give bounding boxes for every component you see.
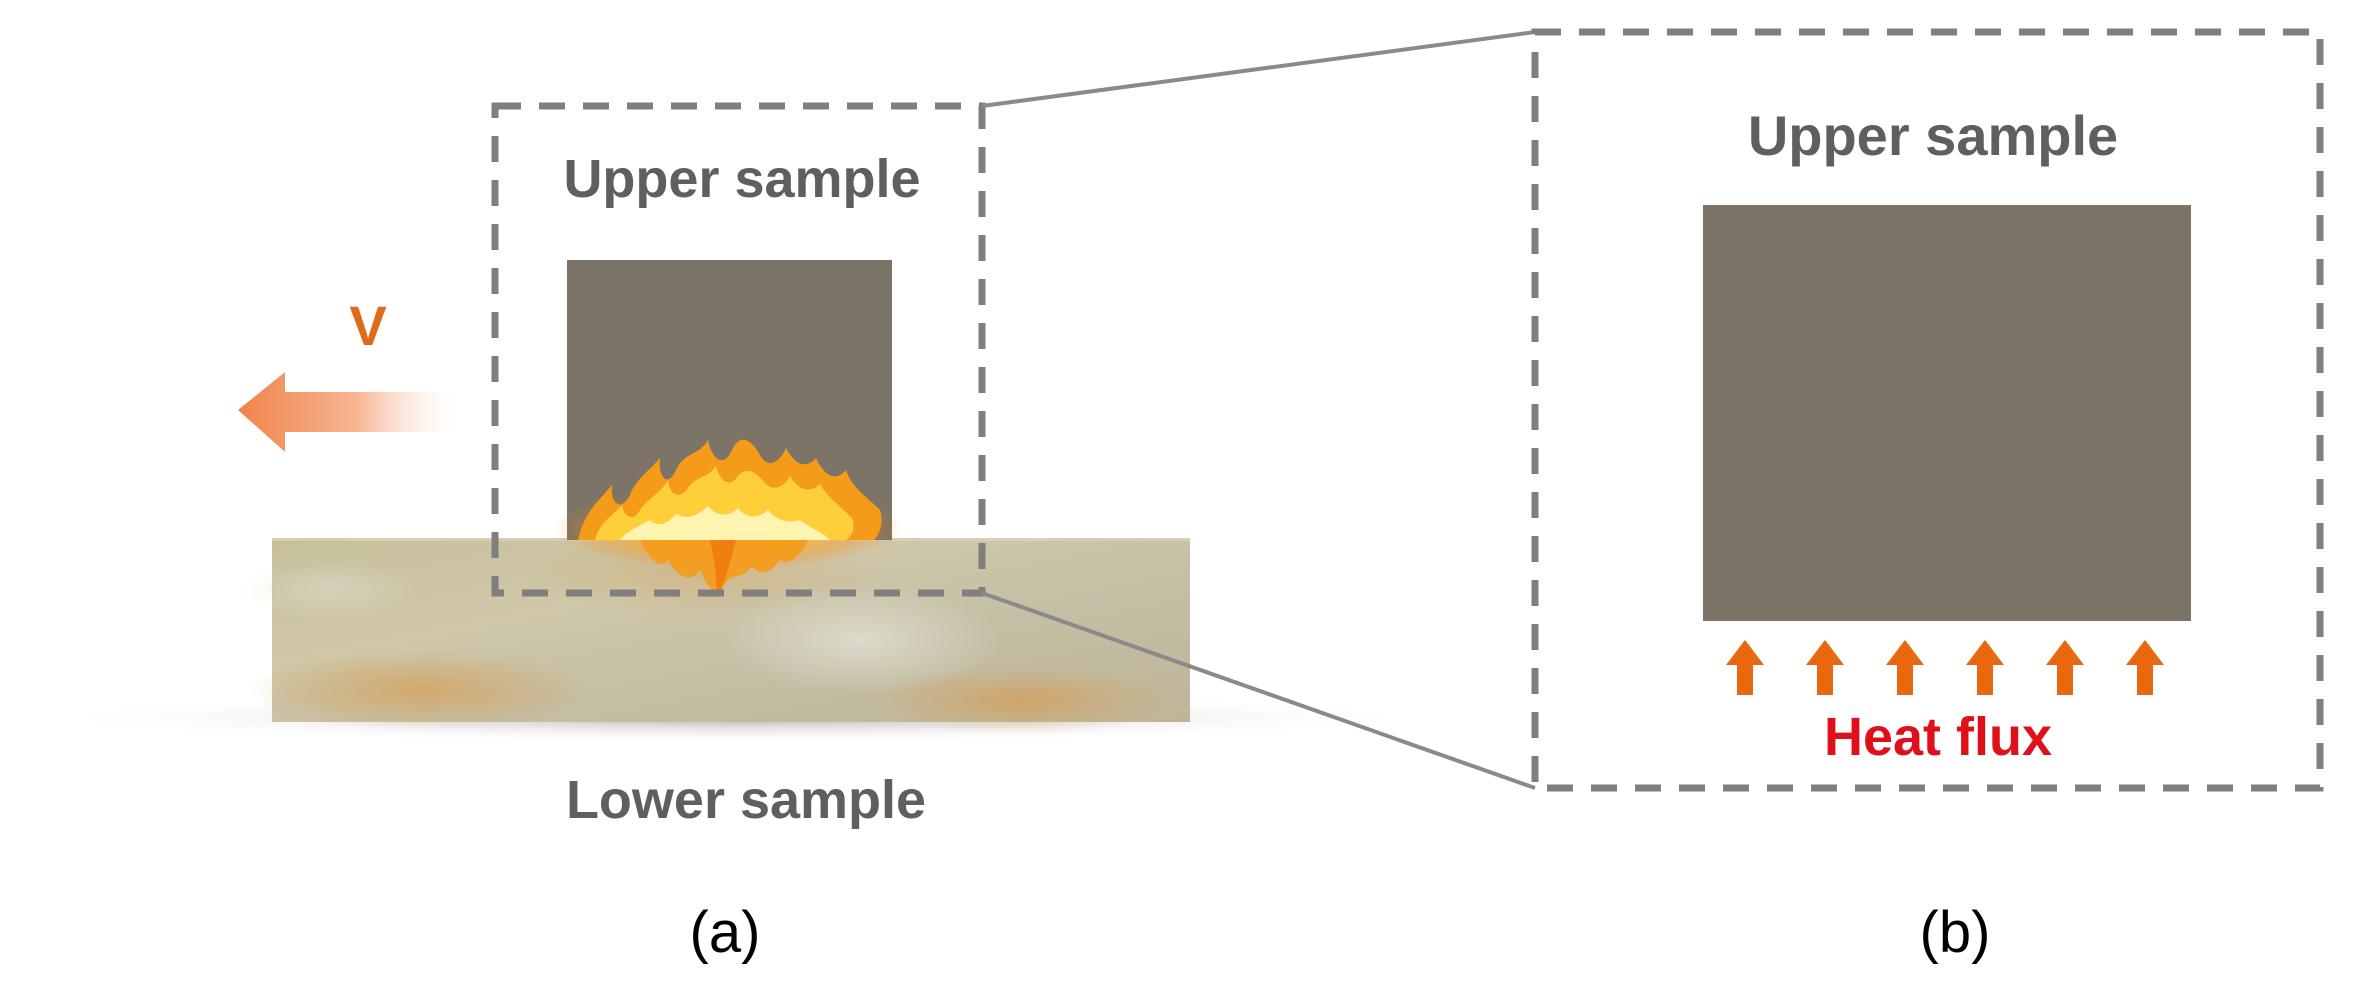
zoom-connectors <box>981 30 1536 790</box>
panel-a: V Upper sample Lower sample (a) <box>35 102 1435 965</box>
caption-a: (a) <box>690 900 761 965</box>
upper-sample-label-a: Upper sample <box>563 149 920 209</box>
panel-b: Upper sample Heat flux (b) <box>1531 28 2324 965</box>
upper-sample-zoomed <box>1703 205 2191 621</box>
caption-b: (b) <box>1920 900 1991 965</box>
up-arrow-icon <box>2126 640 2164 695</box>
magnify-box-a <box>491 102 986 597</box>
upper-sample-label-b: Upper sample <box>1748 104 2118 167</box>
velocity-label: V <box>349 294 386 357</box>
heat-flux-arrows <box>1726 640 2164 695</box>
lower-sample-label: Lower sample <box>566 770 926 830</box>
heat-flux-label: Heat flux <box>1824 707 2052 767</box>
up-arrow-icon <box>2046 640 2084 695</box>
flame-icon <box>553 439 903 598</box>
up-arrow-icon <box>1806 640 1844 695</box>
lower-sample <box>240 535 1190 734</box>
up-arrow-icon <box>1886 640 1924 695</box>
up-arrow-icon <box>1966 640 2004 695</box>
left-arrow-icon <box>238 372 457 452</box>
magnify-box-b <box>1531 28 2324 792</box>
up-arrow-icon <box>1726 640 1764 695</box>
